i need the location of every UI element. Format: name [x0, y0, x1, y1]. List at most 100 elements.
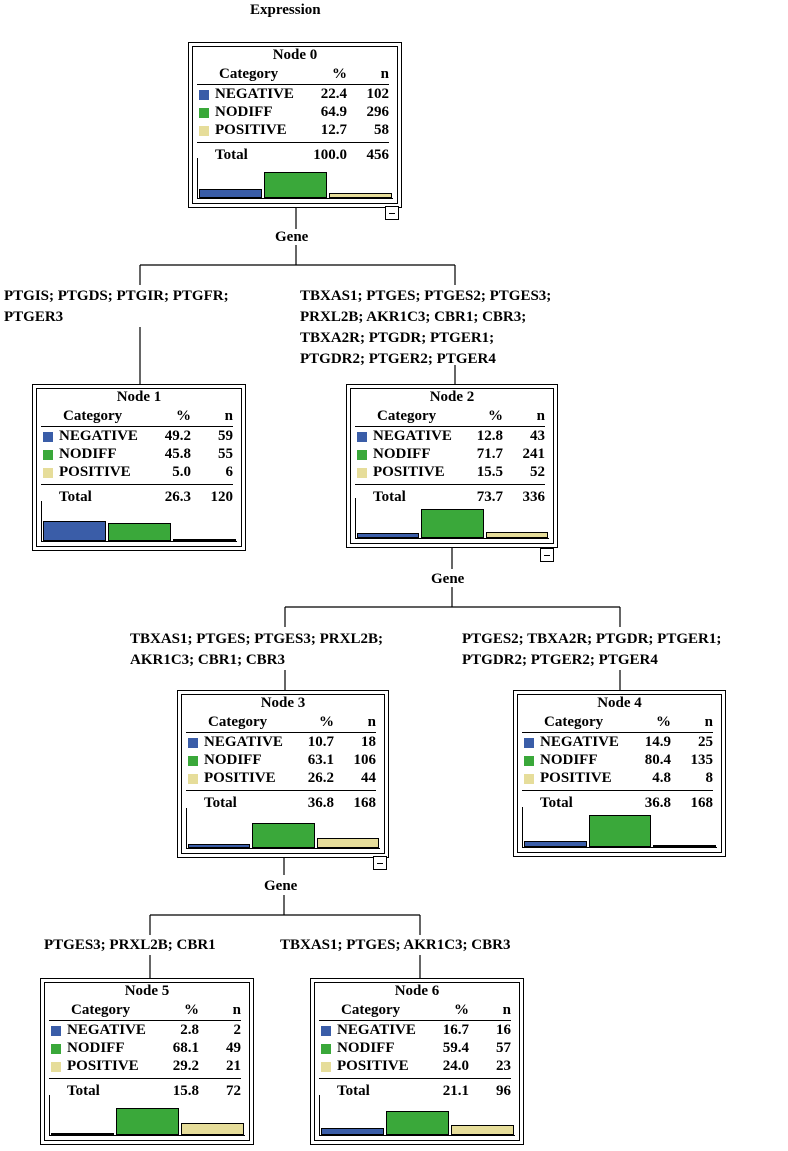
category-pct: 16.7	[442, 1022, 469, 1038]
category-bar-chart	[355, 498, 549, 539]
bar-positive	[451, 1125, 514, 1135]
bar-negative	[524, 841, 587, 847]
category-n: 58	[374, 122, 389, 138]
category-name: NEGATIVE	[373, 428, 452, 444]
category-n: 25	[698, 734, 713, 750]
legend-swatch	[524, 738, 534, 748]
node-table-header: Category%n	[522, 714, 717, 732]
split-line: AKR1C3; CBR1; CBR3	[130, 652, 285, 668]
category-name: NODIFF	[215, 104, 273, 120]
legend-swatch	[321, 1026, 331, 1036]
category-pct: 68.1	[172, 1040, 199, 1056]
node-table-header: Category%n	[186, 714, 380, 732]
collapse-node-3-button[interactable]	[373, 856, 387, 870]
split-line: PTGDR2; PTGER2; PTGER4	[300, 351, 496, 367]
bar-positive	[329, 192, 392, 198]
legend-swatch	[43, 432, 53, 442]
category-n: 52	[530, 464, 545, 480]
category-pct: 5.0	[172, 464, 191, 480]
category-n: 23	[496, 1058, 511, 1074]
legend-swatch	[524, 756, 534, 766]
header-n: n	[232, 1002, 241, 1018]
legend-swatch	[188, 738, 198, 748]
category-pct: 45.8	[164, 446, 191, 462]
bar-negative	[357, 532, 420, 538]
category-n: 8	[705, 770, 714, 786]
category-name: NEGATIVE	[215, 86, 294, 102]
category-n: 2	[233, 1022, 242, 1038]
header-n: n	[502, 1002, 511, 1018]
bar-negative	[321, 1128, 384, 1135]
category-n: 43	[530, 428, 545, 444]
total-divider	[186, 790, 376, 791]
total-divider	[41, 484, 233, 485]
bar-negative	[188, 843, 251, 848]
category-name: NEGATIVE	[59, 428, 138, 444]
total-pct: 21.1	[442, 1083, 469, 1099]
category-n: 106	[353, 752, 377, 768]
category-bar-chart	[319, 1095, 515, 1136]
category-name: NEGATIVE	[540, 734, 619, 750]
node-table-header: Category%n	[41, 408, 237, 426]
category-pct: 26.2	[307, 770, 334, 786]
category-name: POSITIVE	[337, 1058, 409, 1074]
node-title: Node 0	[272, 47, 318, 63]
total-label: Total	[67, 1083, 100, 1099]
total-pct: 36.8	[644, 795, 671, 811]
category-pct: 24.0	[442, 1058, 469, 1074]
bar-nodiff	[386, 1111, 449, 1135]
total-pct: 100.0	[313, 147, 347, 163]
bar-nodiff	[252, 822, 315, 848]
category-pct: 4.8	[652, 770, 671, 786]
bar-nodiff	[421, 509, 484, 538]
category-name: NEGATIVE	[67, 1022, 146, 1038]
header-n: n	[224, 408, 233, 424]
node-title: Node 1	[116, 389, 162, 405]
split-line: TBXAS1; PTGES; AKR1C3; CBR3	[280, 937, 511, 953]
bar-nodiff	[116, 1107, 179, 1135]
header-pct: %	[184, 1002, 199, 1018]
category-bar-chart	[522, 807, 717, 848]
total-n: 336	[522, 489, 546, 505]
split-line: PTGER3	[4, 309, 64, 325]
header-pct: %	[656, 714, 671, 730]
collapse-node-0-button[interactable]	[385, 206, 399, 220]
bar-negative	[51, 1133, 114, 1135]
category-n: 16	[496, 1022, 511, 1038]
split-label-node3: Gene	[264, 878, 298, 894]
header-n: n	[536, 408, 545, 424]
header-divider	[319, 1020, 511, 1021]
total-divider	[355, 484, 545, 485]
category-n: 21	[226, 1058, 241, 1074]
header-category: Category	[219, 66, 279, 82]
header-category: Category	[544, 714, 604, 730]
legend-swatch	[357, 432, 367, 442]
category-bar-chart	[49, 1095, 245, 1136]
category-name: POSITIVE	[540, 770, 612, 786]
collapse-node-2-button[interactable]	[540, 548, 554, 562]
split-label-node2: Gene	[431, 571, 465, 587]
